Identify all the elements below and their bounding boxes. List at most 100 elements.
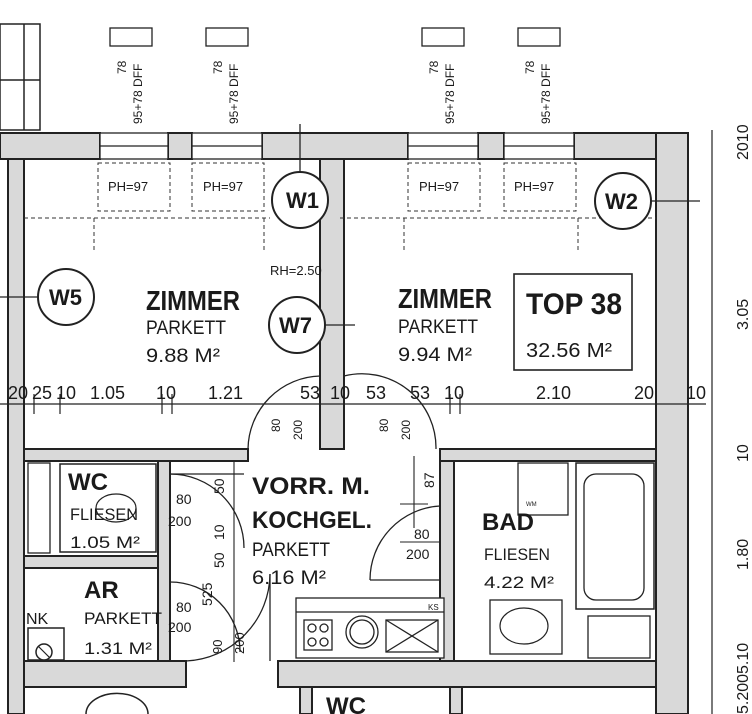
room-floor: PARKETT [398,317,478,338]
dim-10d: 10 [444,383,464,403]
edge-dim: 3.05 [735,299,752,330]
room-floor: FLIESEN [70,505,138,524]
kitchen-counter [295,597,445,659]
room-floor: PARKETT [252,540,330,561]
dim-121: 1.21 [208,383,243,403]
dimension-line [0,394,706,414]
edge-dim: 1.80 [735,539,752,570]
sill-heights: PH=97 PH=97 PH=97 PH=97 [108,179,554,194]
dim-53a: 53 [300,383,320,403]
wall-marker-ticks [0,124,700,326]
door-swings [169,373,441,662]
door-dim: 90 [210,640,225,654]
wall-marker-labels: W1 W2 W5 W7 [49,188,638,338]
room-area: 1.05 M² [70,533,140,552]
wall-marker-w2: W2 [605,189,638,214]
window-tag-texts: 78 95+78 DFF 78 95+78 DFF 78 95+78 DFF 7… [115,60,553,124]
top-unit-box: TOP 38 32.56 M² [513,273,633,371]
windows [99,132,575,160]
dim-ticks [233,456,440,662]
door-dim: 80 [269,418,283,432]
room-area: 9.88 M² [146,346,220,367]
door-dim: 200 [168,619,192,635]
nk-label: NK [26,611,49,628]
room-name: BAD [482,509,534,536]
walls [0,132,689,714]
dim-20b: 20 [634,383,654,403]
dim-53c: 53 [410,383,430,403]
window-tag-a-4: 78 [523,60,537,74]
door-dim: 50 [211,552,227,568]
room-height: RH=2.50 [270,263,322,278]
door-dim: 80 [176,491,192,507]
window-tag-a-3: 78 [427,60,441,74]
window-tags [109,27,561,47]
room-name: ZIMMER [398,283,492,314]
room-vorraum: VORR. M. KOCHGEL. PARKETT 6.16 M² [252,473,372,589]
room-floor: FLIESEN [484,545,550,564]
room-name: AR [84,577,119,604]
room-ar: NK AR PARKETT 1.31 M² [26,577,162,661]
room-name: VORR. M. [252,473,370,500]
door-dim: 200 [168,513,192,529]
top-label: TOP 38 [526,288,622,321]
room-name: WC [326,693,366,714]
room-floor: PARKETT [84,609,162,628]
door-dim: 200 [406,546,430,562]
door-dim: 200 [232,632,247,654]
window-tag-b-3: 95+78 DFF [443,64,457,124]
wall-marker-w1: W1 [286,188,319,213]
wm-label: WM [526,502,537,508]
room-name: ZIMMER [146,285,240,316]
dim-10c: 10 [330,383,350,403]
room-wc: WC FLIESEN 1.05 M² [27,462,157,554]
dim-10b: 10 [156,383,176,403]
door-dim: 87 [421,472,437,488]
dim-105: 1.05 [90,383,125,403]
window-tag-a-2: 78 [211,60,225,74]
door-dim: 80 [176,599,192,615]
room-area: 6.16 M² [252,568,326,589]
sill-height-1: PH=97 [108,179,148,194]
wall-marker-w5: W5 [49,285,82,310]
door-dim: 525 [199,582,215,606]
edge-dim: 2010 [735,124,752,160]
dim-53b: 53 [366,383,386,403]
room-bad: WM BAD FLIESEN 4.22 M² [482,462,655,659]
dim-210: 2.10 [536,383,571,403]
right-edge-dims: 2010 3.05 10 1.80 5.2005.10 [735,124,752,714]
edge-dim: 5.2005.10 [735,643,752,714]
sill-height-4: PH=97 [514,179,554,194]
dim-10a: 10 [56,383,76,403]
stair-lines [0,23,41,131]
dim-20: 20 [8,383,28,403]
room-name: WC [68,469,108,496]
room-area: 4.22 M² [484,573,554,592]
door-dim: 200 [291,420,305,440]
room-zimmer-left: ZIMMER PARKETT 9.88 M² [146,285,240,367]
door-dims: 80 200 80 200 80 200 80 200 80 200 50 10… [168,418,437,654]
dim-10e: 10 [686,383,706,403]
sill-height-3: PH=97 [419,179,459,194]
sill-height-2: PH=97 [203,179,243,194]
door-dim: 80 [414,526,430,542]
window-tag-b-1: 95+78 DFF [131,64,145,124]
dim-25: 25 [32,383,52,403]
room-area: 9.94 M² [398,345,472,366]
window-tag-b-4: 95+78 DFF [539,64,553,124]
wall-marker-w7: W7 [279,313,312,338]
top-area: 32.56 M² [526,340,612,362]
edge-dim: 10 [735,444,752,462]
dimension-values: 20 25 10 1.05 10 1.21 53 10 53 53 10 2.1… [8,383,706,403]
radiator-boxes [24,162,656,252]
room-zimmer-right: ZIMMER PARKETT 9.94 M² [398,283,492,366]
room-area: 1.31 M² [84,639,152,658]
window-tag-b-2: 95+78 DFF [227,64,241,124]
ks-label: KS [428,603,439,612]
room-floor: PARKETT [146,318,226,339]
door-dim: 200 [399,420,413,440]
door-dim: 50 [211,478,227,494]
window-tag-a-1: 78 [115,60,129,74]
room-wc-lower: WC [85,692,366,714]
